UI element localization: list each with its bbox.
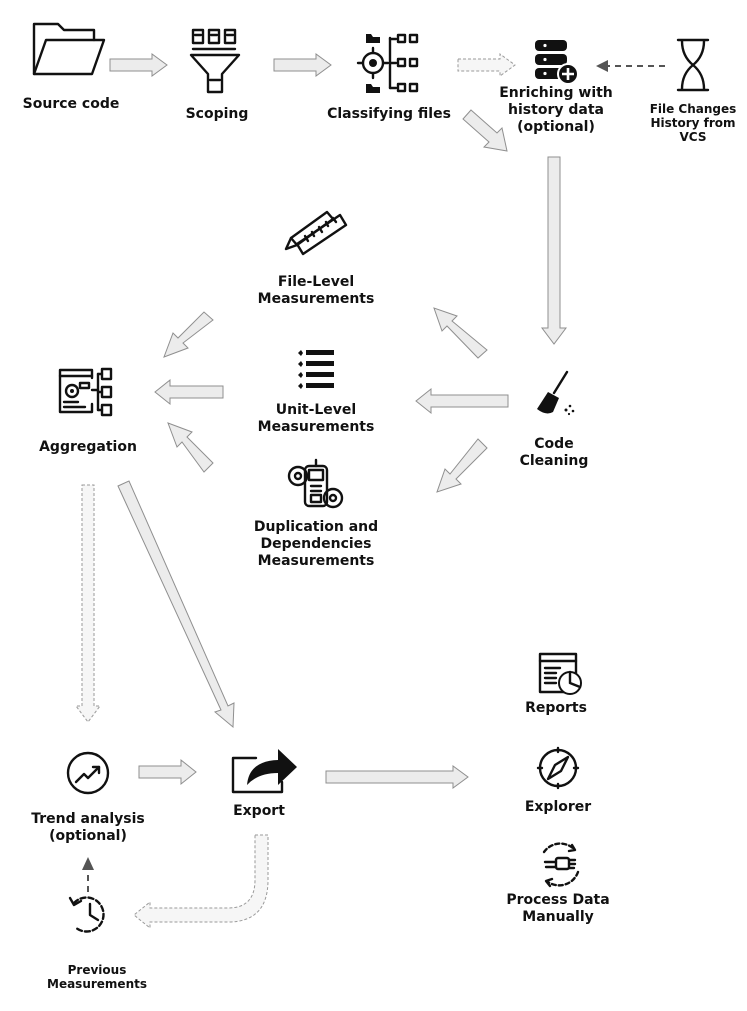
label-line: (optional)	[49, 828, 127, 844]
node-file-level: File-Level Measurements	[258, 274, 375, 308]
node-code-cleaning: Code Cleaning	[520, 436, 589, 470]
label-line: Aggregation	[39, 439, 137, 455]
report-icon	[538, 652, 582, 695]
arrow-aggregation-to-trend	[75, 484, 101, 723]
label-line: Duplication and	[253, 519, 379, 535]
label-line: Previous	[67, 963, 127, 977]
label-line: Explorer	[524, 799, 592, 815]
node-file-changes: File Changes History from VCS	[650, 102, 737, 144]
arrow-scoping-to-classifying	[273, 53, 332, 77]
arrow-aggregation-to-export	[117, 480, 235, 729]
hourglass-icon	[676, 38, 710, 92]
label-line: Reports	[525, 700, 587, 716]
label-line: Process Data	[506, 892, 610, 908]
label-line: Measurements	[257, 291, 375, 307]
arrow-previous-head	[82, 857, 94, 870]
node-classifying-files: Classifying files	[327, 106, 451, 123]
node-aggregation: Aggregation	[39, 439, 137, 456]
arrow-down-to-code-cleaning	[541, 156, 567, 345]
node-enriching: Enriching with history data (optional)	[499, 85, 613, 136]
database-add-icon	[535, 40, 579, 85]
export-icon	[231, 749, 297, 794]
gauge-gear-icon	[287, 458, 344, 509]
arrow-duplication-to-aggregation	[167, 422, 214, 473]
arrow-export-to-outputs	[325, 765, 469, 789]
label-line: Measurements	[257, 419, 375, 435]
label-line: Scoping	[185, 106, 249, 122]
label-line: Classifying files	[327, 106, 451, 122]
aggregation-icon	[58, 367, 113, 417]
label-line: File Changes	[649, 102, 737, 116]
node-process-data: Process Data Manually	[506, 892, 609, 926]
broom-icon	[537, 370, 575, 416]
label-line: History from	[650, 116, 736, 130]
arrow-source-to-scoping	[109, 53, 168, 77]
arrow-cleaning-to-unit-level	[415, 387, 509, 415]
arrow-file-changes-head	[596, 60, 608, 72]
arrow-classifying-to-enriching	[457, 53, 516, 77]
compass-icon	[536, 746, 580, 790]
funnel-icon	[189, 28, 241, 94]
arrow-export-to-previous	[133, 834, 269, 930]
classify-icon	[356, 33, 419, 93]
label-line: Manually	[522, 909, 594, 925]
node-unit-level: Unit-Level Measurements	[258, 402, 375, 436]
label-line: (optional)	[517, 119, 595, 135]
node-trend-analysis: Trend analysis (optional)	[31, 811, 145, 845]
arrow-trend-to-export	[138, 758, 197, 786]
node-export: Export	[233, 803, 285, 820]
label-line: Unit-Level	[275, 402, 357, 418]
node-source-code: Source code	[23, 96, 120, 113]
label-line: history data	[508, 102, 604, 118]
label-line: Source code	[22, 96, 120, 112]
label-line: Measurements	[257, 553, 375, 569]
label-line: Trend analysis	[31, 811, 145, 827]
history-clock-icon	[68, 896, 105, 933]
label-line: Dependencies	[260, 536, 372, 552]
arrow-unit-level-to-aggregation	[154, 378, 224, 406]
node-previous-measurements: Previous Measurements	[47, 963, 147, 991]
node-explorer: Explorer	[525, 799, 591, 816]
list-icon	[298, 350, 334, 389]
ruler-pencil-icon	[284, 210, 348, 256]
arrow-cleaning-to-file-level	[433, 307, 488, 359]
label-line: Measurements	[47, 977, 147, 991]
folder-icon	[32, 22, 106, 76]
node-reports: Reports	[525, 700, 587, 717]
label-line: Cleaning	[519, 453, 589, 469]
label-line: File-Level	[277, 274, 355, 290]
node-scoping: Scoping	[186, 106, 249, 123]
label-line: Enriching with	[499, 85, 613, 101]
label-line: VCS	[679, 130, 707, 144]
label-line: Export	[233, 803, 285, 819]
arrow-file-level-to-aggregation	[163, 311, 214, 358]
trend-icon	[66, 751, 110, 795]
label-line: Code	[534, 436, 574, 452]
flow-arrows	[75, 53, 665, 930]
process-icon	[542, 842, 580, 888]
node-duplication: Duplication and Dependencies Measurement…	[254, 519, 378, 570]
arrow-cleaning-to-duplication	[436, 438, 488, 493]
arrow-classifying-diagonal	[462, 109, 508, 152]
